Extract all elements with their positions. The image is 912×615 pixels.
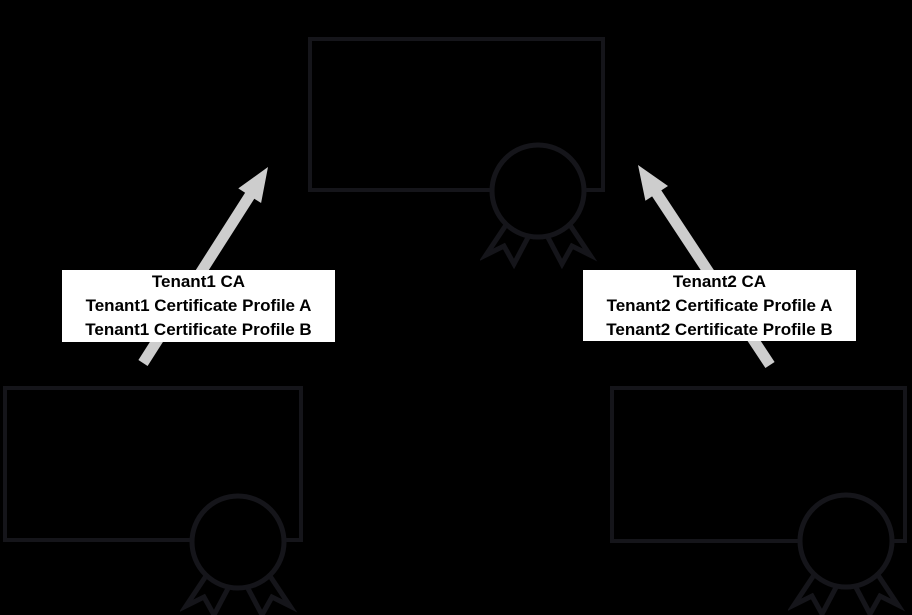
tenant2-ca-line: Tenant2 CA (672, 271, 767, 291)
tenant2-profile-a-line: Tenant2 Certificate Profile A (606, 295, 833, 315)
tenant1-label: Tenant1 CA Tenant1 Certificate Profile A… (62, 270, 335, 342)
tenant1-profile-a-line: Tenant1 Certificate Profile A (85, 296, 312, 315)
tenant2-certificate-box (610, 386, 907, 543)
tenant1-profile-b-line: Tenant1 Certificate Profile B (85, 320, 312, 339)
tenant2-profile-b-line: Tenant2 Certificate Profile B (606, 319, 833, 339)
certificate-ribbon-icon (180, 493, 298, 615)
tenant2-label: Tenant2 CA Tenant2 Certificate Profile A… (583, 270, 856, 341)
root-certificate-box (308, 37, 605, 192)
tenant1-certificate-box (3, 386, 303, 542)
certificate-ribbon-icon (788, 492, 906, 615)
certificate-ribbon-icon (480, 142, 598, 270)
tenant1-ca-line: Tenant1 CA (151, 272, 246, 291)
